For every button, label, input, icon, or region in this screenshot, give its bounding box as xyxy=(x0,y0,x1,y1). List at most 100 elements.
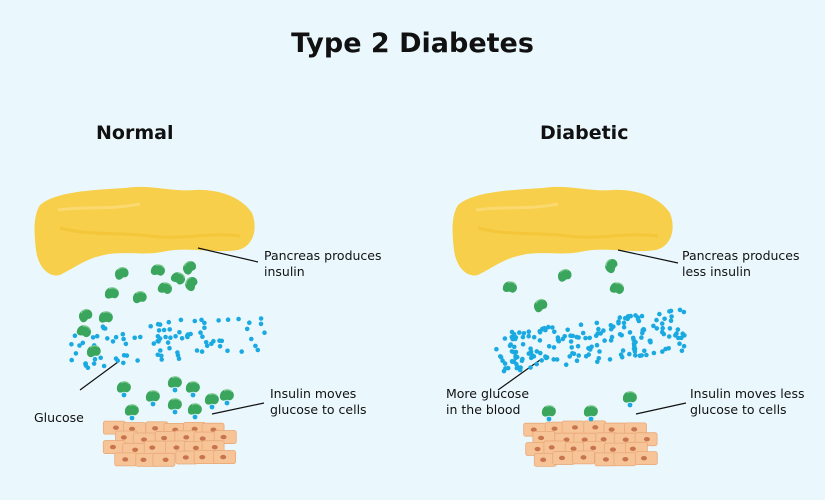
glucose-icon xyxy=(596,326,601,332)
glucose-icon xyxy=(120,331,126,337)
glucose-icon xyxy=(217,338,222,344)
glucose-icon xyxy=(502,336,508,341)
insulin-icon xyxy=(182,274,201,294)
glucose-icon xyxy=(528,365,533,370)
glucose-icon xyxy=(568,339,574,344)
glucose-icon xyxy=(121,360,126,366)
glucose-icon xyxy=(568,333,573,339)
glucose-icon xyxy=(550,325,555,330)
glucose-icon xyxy=(609,334,615,340)
glucose-icon xyxy=(651,350,657,356)
glucose-icon xyxy=(90,335,96,340)
glucose-icon xyxy=(660,325,665,331)
glucose-icon xyxy=(551,345,557,350)
glucose-icon xyxy=(513,355,518,361)
glucose-icon xyxy=(80,340,86,346)
leader-line-normal-glucose xyxy=(79,361,119,391)
glucose-icon xyxy=(138,334,143,340)
glucose-icon xyxy=(77,343,82,348)
insulin-icon xyxy=(219,388,235,402)
glucose-icon xyxy=(682,333,687,338)
glucose-icon xyxy=(642,348,647,354)
glucose-icon xyxy=(587,335,592,341)
leader-line-diabetic-blood xyxy=(497,359,541,391)
glucose-icon xyxy=(528,355,534,361)
glucose-icon xyxy=(668,318,674,324)
glucose-icon xyxy=(627,351,632,357)
cell-icon xyxy=(213,450,237,464)
glucose-icon xyxy=(630,335,636,341)
glucose-icon xyxy=(607,357,613,362)
insulin-icon xyxy=(145,389,161,403)
glucose-icon xyxy=(100,324,106,330)
glucose-icon xyxy=(203,340,209,345)
glucose-icon xyxy=(513,349,519,355)
glucose-icon xyxy=(576,353,581,358)
glucose-icon xyxy=(631,346,637,352)
cell-icon xyxy=(114,452,138,467)
glucose-icon xyxy=(151,341,157,346)
glucose-icon xyxy=(216,318,221,323)
insulin-icon xyxy=(541,404,557,418)
insulin-icon xyxy=(124,403,140,417)
glucose-icon xyxy=(648,338,653,344)
insulin-icon xyxy=(185,380,201,394)
glucose-icon xyxy=(236,316,241,322)
glucose-icon xyxy=(239,349,244,354)
insulin-icon xyxy=(104,286,120,300)
glucose-icon xyxy=(543,327,548,333)
cell-icon xyxy=(552,451,576,465)
glucose-icon xyxy=(202,325,207,331)
glucose-icon xyxy=(507,343,513,349)
glucose-icon xyxy=(172,409,178,415)
diabetic-heading: Diabetic xyxy=(540,122,629,144)
glucose-icon xyxy=(244,326,250,332)
insulin-icon xyxy=(98,310,114,324)
glucose-icon xyxy=(596,356,602,361)
glucose-icon xyxy=(594,320,600,326)
glucose-icon xyxy=(534,349,540,354)
cell-icon xyxy=(533,452,557,467)
cell-icon xyxy=(571,450,595,465)
glucose-icon xyxy=(156,328,162,333)
glucose-icon xyxy=(526,333,531,339)
glucose-icon xyxy=(657,311,662,317)
glucose-icon xyxy=(539,358,544,363)
glucose-icon xyxy=(113,334,119,340)
cell-icon xyxy=(583,420,607,435)
glucose-icon xyxy=(173,334,178,339)
glucose-icon xyxy=(121,392,127,398)
glucose-icon xyxy=(121,336,126,342)
glucose-icon xyxy=(641,327,646,332)
glucose-icon xyxy=(627,330,633,335)
glucose-icon xyxy=(172,387,178,393)
leader-line-normal-pancreas xyxy=(197,247,259,263)
glucose-icon xyxy=(94,333,100,339)
glucose-icon xyxy=(258,321,264,327)
glucose-icon xyxy=(668,308,674,314)
glucose-icon xyxy=(597,349,602,354)
glucose-icon xyxy=(546,344,552,349)
glucose-icon xyxy=(616,319,621,324)
insulin-icon xyxy=(167,397,183,411)
glucose-icon xyxy=(602,338,607,343)
glucose-icon xyxy=(249,336,254,342)
glucose-icon xyxy=(574,334,579,340)
glucose-icon xyxy=(510,336,515,342)
glucose-icon xyxy=(258,316,264,321)
leader-line-normal-cells xyxy=(211,402,265,415)
glucose-icon xyxy=(679,335,684,341)
pancreas-icon-normal xyxy=(34,186,255,276)
glucose-icon xyxy=(262,330,267,336)
glucose-icon xyxy=(659,321,665,326)
glucose-icon xyxy=(166,319,172,325)
glucose-icon xyxy=(681,343,687,349)
glucose-icon xyxy=(546,324,551,330)
glucose-icon xyxy=(178,317,184,323)
glucose-icon xyxy=(520,342,526,347)
glucose-icon xyxy=(73,351,79,356)
insulin-icon xyxy=(75,306,95,325)
glucose-icon xyxy=(168,335,173,341)
glucose-icon xyxy=(509,329,515,335)
glucose-icon xyxy=(217,344,223,349)
